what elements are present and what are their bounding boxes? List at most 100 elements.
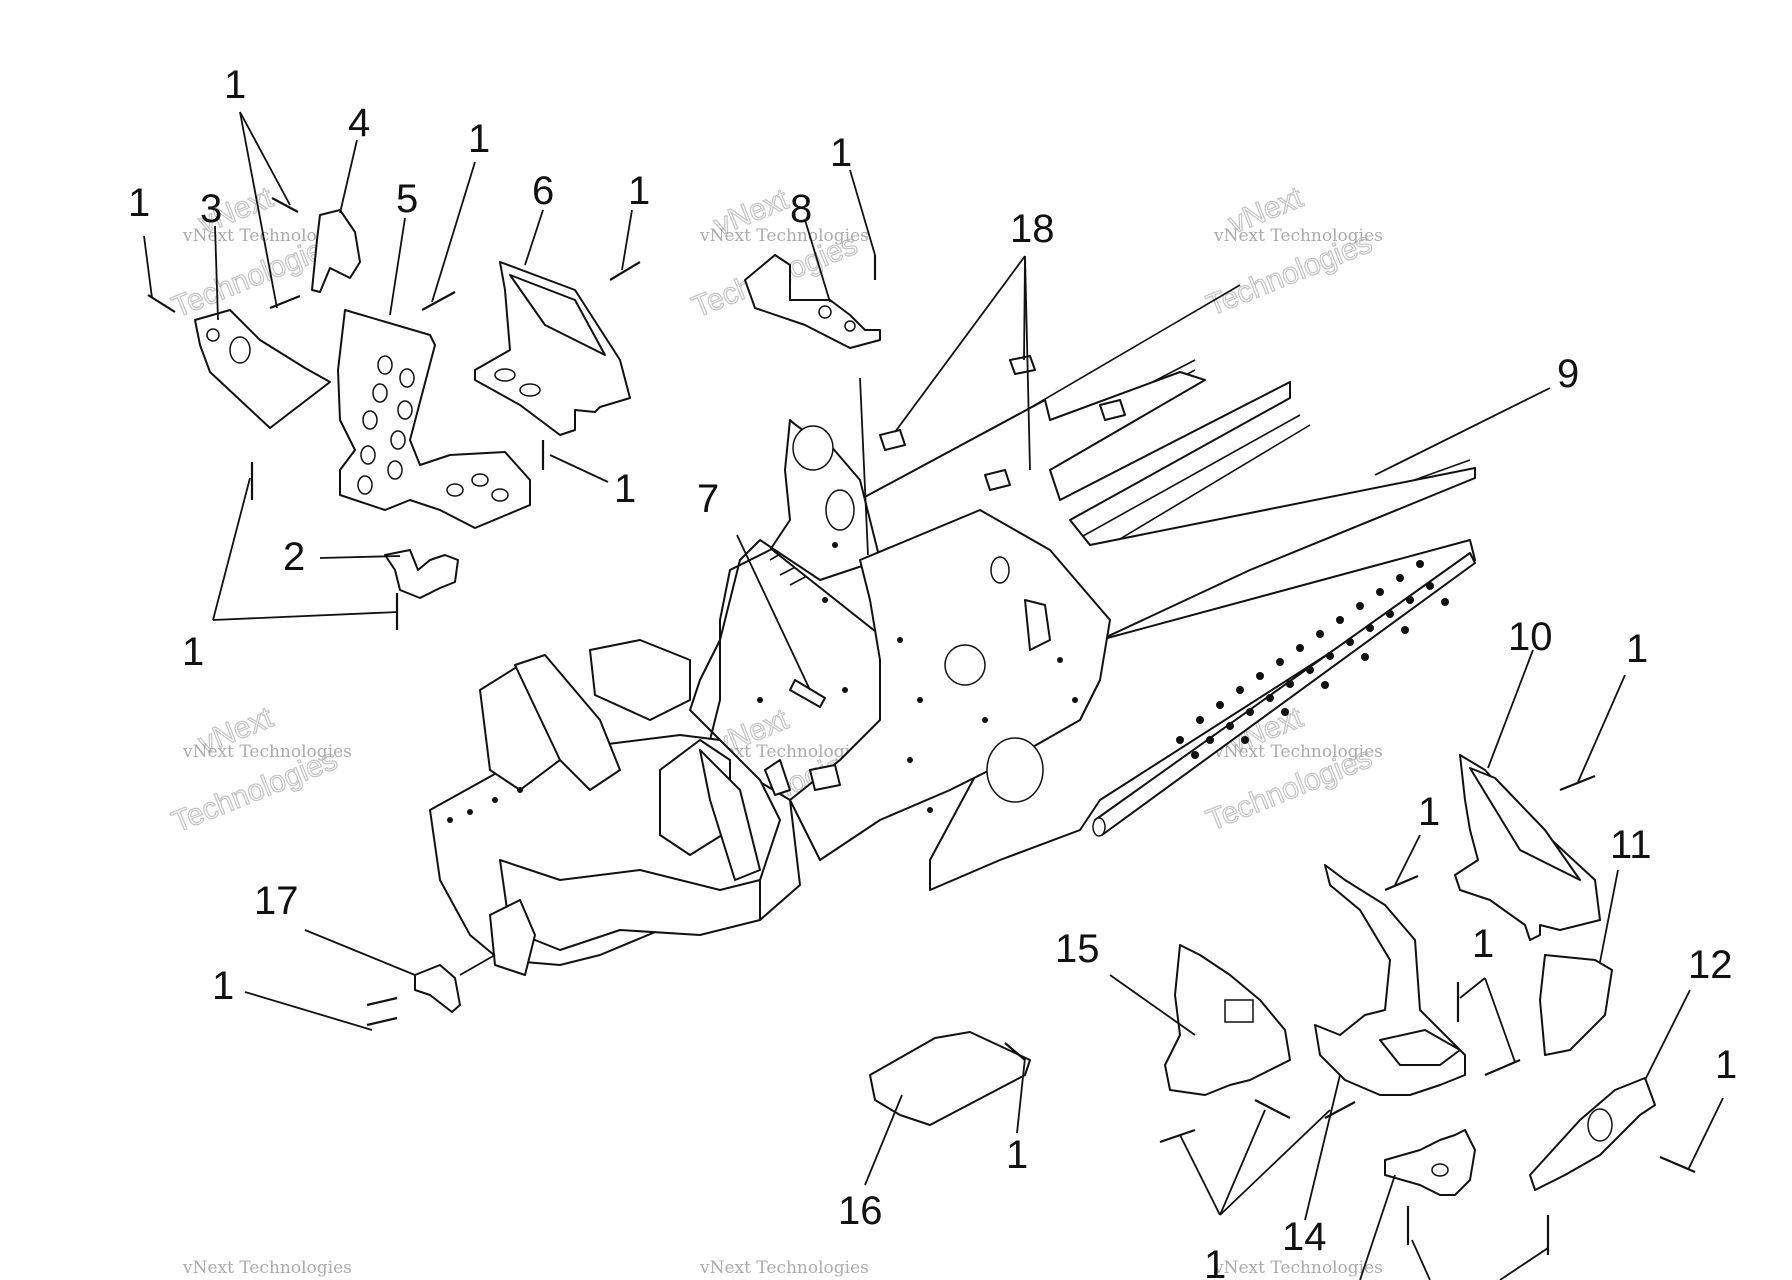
watermark-tile: vNext vNext Technologies Technologies — [1201, 700, 1383, 838]
watermark-tile: vNext vNext Technologies Technologies — [167, 700, 352, 840]
plate-5-holes — [357, 355, 509, 502]
front-frame-arm — [514, 654, 621, 791]
fastener — [366, 1016, 398, 1027]
watermark-text: vNext Technologies — [699, 226, 869, 246]
tube-end — [1092, 817, 1106, 837]
callout-label: 1 — [830, 131, 852, 175]
callout-label: 1 — [1204, 1243, 1226, 1280]
callouts: 1 1 3 4 5 1 6 1 1 8 18 9 1 7 2 1 10 1 1 … — [128, 63, 1737, 1280]
bumper-18 — [879, 429, 906, 451]
cap-17 — [414, 964, 461, 1013]
clip-2 — [384, 549, 459, 599]
callout-label: 7 — [697, 477, 719, 521]
lower-a-arm-mount — [499, 859, 761, 951]
watermark-text: vNext Technologies — [182, 226, 352, 246]
bracket-hole — [1587, 1108, 1613, 1142]
callout-label: 1 — [614, 467, 636, 511]
callout-label: 17 — [254, 879, 299, 923]
fastener — [271, 197, 299, 213]
watermark-text: vNext Technologies — [1213, 1258, 1383, 1278]
cutout — [809, 764, 841, 791]
bracket-bottom — [1384, 1129, 1476, 1196]
watermark-text: vNext Technologies — [182, 742, 352, 762]
fastener — [421, 291, 456, 311]
callout-label: 3 — [200, 187, 222, 231]
callout-label: 1 — [1715, 1043, 1737, 1087]
bracket-hole — [1431, 1163, 1449, 1177]
callout-label: 9 — [1557, 352, 1579, 396]
callout-label: 1 — [1472, 922, 1494, 966]
bracket-hole — [818, 305, 832, 319]
watermark-tile: vNext Technologies — [182, 1258, 352, 1278]
callout-label: 12 — [1688, 943, 1733, 987]
watermark-text: vNext Technologies — [1213, 226, 1383, 246]
fastener — [609, 261, 641, 281]
fastener — [269, 294, 301, 310]
shield-slot — [1224, 999, 1254, 1023]
bumper-18 — [1099, 399, 1126, 421]
housing-6-window — [509, 274, 606, 356]
callout-label: 1 — [128, 181, 150, 225]
housing-hole — [519, 383, 541, 397]
callout-label: 11 — [1610, 823, 1652, 867]
bulkhead-hole — [792, 425, 834, 471]
bumper-18 — [1009, 355, 1036, 375]
bracket-3 — [194, 309, 331, 429]
callout-label: 10 — [1508, 615, 1553, 659]
fasteners — [147, 197, 1696, 1255]
callout-label: 1 — [212, 964, 234, 1008]
watermark-text: vNext Technologies — [699, 1258, 869, 1278]
loose-parts — [194, 209, 1656, 1196]
callout-label: 6 — [532, 169, 554, 213]
bulkhead-notch — [1024, 599, 1051, 651]
fastener — [1484, 1058, 1521, 1077]
bracket-hole — [206, 328, 220, 342]
callout-label: 18 — [1010, 207, 1055, 251]
main-chassis — [429, 284, 1476, 976]
bulkhead-hole — [825, 489, 855, 531]
callout-label: 15 — [1055, 927, 1100, 971]
bracket-hole — [844, 320, 856, 332]
callout-label: 14 — [1282, 1215, 1327, 1259]
bulkhead-hole — [944, 644, 986, 686]
fastener — [1159, 1128, 1196, 1144]
watermark-text: vNext Technologies — [699, 742, 869, 762]
callout-label: 1 — [468, 117, 490, 161]
frame-14-bracket — [1379, 1029, 1461, 1066]
plate-11 — [1539, 954, 1613, 1056]
callout-label: 1 — [628, 169, 650, 213]
housing-6 — [474, 261, 631, 436]
fastener — [1559, 774, 1596, 792]
bolt-7 — [789, 679, 826, 708]
bracket-hole — [229, 336, 251, 364]
callout-label: 1 — [1418, 790, 1440, 834]
leader-lines — [143, 111, 1724, 1280]
bulkhead-right-plate — [789, 509, 1111, 861]
callout-label: 1 — [182, 630, 204, 674]
watermark-tile: vNext Technologies — [1213, 1258, 1383, 1278]
bumper-18 — [984, 469, 1011, 491]
callout-label: 1 — [1626, 627, 1648, 671]
steering-post — [699, 749, 761, 881]
front-mount — [489, 899, 536, 976]
callout-label: 1 — [224, 63, 246, 107]
fastener — [1254, 1099, 1291, 1119]
callout-label: 5 — [396, 177, 418, 221]
watermark-text: vNext Technologies — [182, 1258, 352, 1278]
bracket-4 — [311, 209, 361, 293]
bulkhead-hole — [986, 737, 1044, 803]
watermark-text: vNext Technologies — [1213, 742, 1383, 762]
callout-label: 1 — [1006, 1133, 1028, 1177]
cutout — [764, 759, 791, 796]
tunnel-perforations — [1176, 560, 1449, 759]
callout-label: 2 — [283, 535, 305, 579]
front-frame-crossbar — [589, 639, 691, 721]
bulkhead-hole — [990, 556, 1010, 584]
watermark-tile: vNext vNext Technologies Technologies — [1201, 180, 1383, 323]
fastener — [1004, 1042, 1026, 1061]
watermark-tile: vNext Technologies — [699, 1258, 869, 1278]
housing-hole — [494, 368, 516, 382]
callout-label: 8 — [790, 187, 812, 231]
skid-plate-16 — [869, 1031, 1031, 1126]
